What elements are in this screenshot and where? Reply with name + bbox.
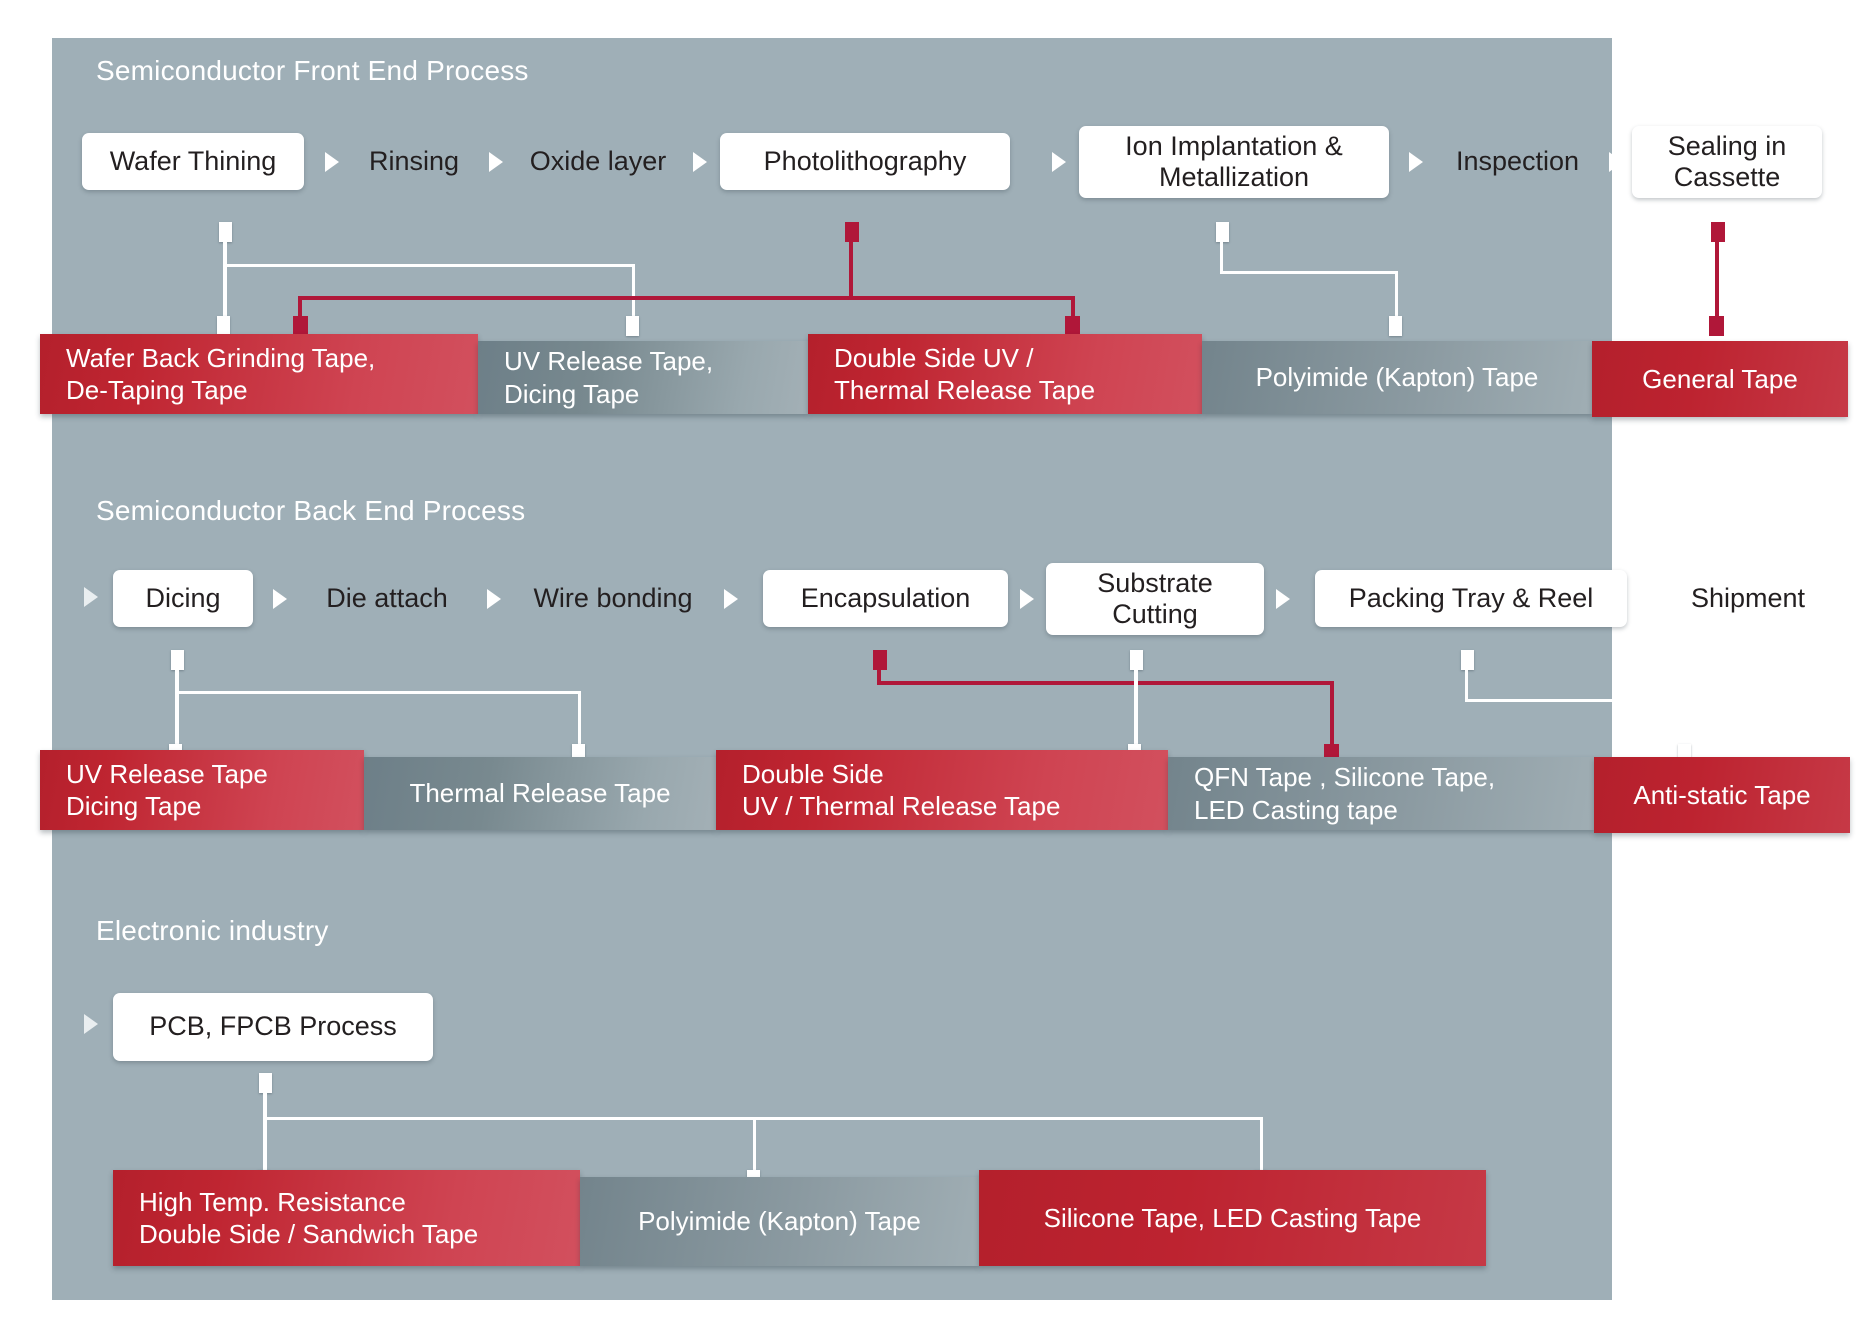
connector-line-s1-w1-h (223, 264, 635, 267)
tape-bar-s1-2[interactable]: Double Side UV / Thermal Release Tape (808, 334, 1202, 414)
connector-line-s2-w1-v (175, 656, 179, 754)
step-inspection[interactable]: Inspection (1455, 145, 1580, 176)
step-dicing[interactable]: Dicing (113, 570, 253, 627)
arrow-icon-2f (1645, 589, 1659, 609)
connector-line-s2-w3-v (1134, 656, 1138, 754)
step-oxide-layer[interactable]: Oxide layer (529, 145, 667, 176)
step-ion-implantation-metallization[interactable]: Ion Implantation & Metallization (1079, 126, 1389, 198)
tape-bar-label: Double Side UV / Thermal Release Tape (742, 758, 1061, 822)
arrow-icon-1f (1609, 152, 1623, 172)
arrow-icon-2d (1020, 589, 1034, 609)
diagram-panel-background (52, 38, 1612, 1300)
tape-bar-label: Polyimide (Kapton) Tape (638, 1206, 921, 1237)
tape-bar-label: Polyimide (Kapton) Tape (1255, 362, 1539, 393)
connector-node-s1-r1 (293, 316, 308, 336)
arrow-icon-1e (1409, 152, 1423, 172)
arrow-icon-3-lead (84, 1014, 98, 1034)
connector-node-s1-r3b (1709, 316, 1724, 336)
tape-bar-label: UV Release Tape Dicing Tape (66, 758, 268, 822)
connector-node-s1-w2b (626, 316, 639, 336)
connector-line-s1-w2-v (632, 264, 635, 326)
section-title-front-end: Semiconductor Front End Process (96, 55, 529, 86)
step-substrate-cutting[interactable]: Substrate Cutting (1046, 563, 1264, 635)
connector-line-s3-w2-v (753, 1117, 756, 1180)
arrow-icon-1d (1052, 152, 1066, 172)
step-wafer-thining[interactable]: Wafer Thining (82, 133, 304, 190)
connector-line-s2-w1-h (175, 691, 581, 694)
connector-line-s2-w4-v2 (1684, 699, 1687, 754)
step-sealing-in-cassette[interactable]: Sealing in Cassette (1632, 126, 1822, 198)
tape-bar-label: High Temp. Resistance Double Side / Sand… (139, 1186, 479, 1250)
arrow-icon-1a (325, 152, 339, 172)
connector-line-s1-r-v-left (298, 296, 302, 326)
connector-line-s1-w3-v (1220, 228, 1223, 274)
connector-node-s1-w3b (1389, 316, 1402, 336)
tape-bar-label: Wafer Back Grinding Tape, De-Taping Tape (66, 342, 376, 406)
step-wire-bonding[interactable]: Wire bonding (533, 582, 693, 613)
tape-bar-label: Silicone Tape, LED Casting Tape (1043, 1202, 1422, 1233)
connector-line-s2-w4-v (1465, 656, 1468, 702)
step-packing-tray-reel[interactable]: Packing Tray & Reel (1315, 570, 1627, 627)
arrow-icon-2a (273, 589, 287, 609)
connector-line-s3-w3-v (1260, 1117, 1263, 1180)
connector-line-s1-w3-v2 (1395, 271, 1398, 326)
tape-bar-s2-4[interactable]: Anti-static Tape (1594, 757, 1850, 833)
tape-bar-label: General Tape (1642, 363, 1798, 394)
tape-bar-s3-1[interactable]: Polyimide (Kapton) Tape (580, 1177, 979, 1266)
tape-bar-label: UV Release Tape, Dicing Tape (504, 346, 714, 409)
tape-bar-label: Thermal Release Tape (409, 778, 671, 809)
connector-line-s2-r-h (877, 681, 1334, 685)
tape-bar-s1-4[interactable]: General Tape (1592, 341, 1848, 417)
tape-bar-label: Anti-static Tape (1633, 779, 1811, 810)
tape-bar-s1-1[interactable]: UV Release Tape, Dicing Tape (478, 341, 808, 414)
tape-bar-s3-2[interactable]: Silicone Tape, LED Casting Tape (979, 1170, 1486, 1266)
arrow-icon-2b (487, 589, 501, 609)
arrow-icon-2-lead (84, 587, 98, 607)
step-photolithography[interactable]: Photolithography (720, 133, 1010, 190)
step-encapsulation[interactable]: Encapsulation (763, 570, 1008, 627)
tape-bar-s3-0[interactable]: High Temp. Resistance Double Side / Sand… (113, 1170, 580, 1266)
tape-bar-s2-0[interactable]: UV Release Tape Dicing Tape (40, 750, 364, 830)
step-die-attach[interactable]: Die attach (326, 582, 448, 613)
connector-line-s2-r-v1 (877, 656, 881, 684)
connector-line-s2-w4-h (1465, 699, 1687, 702)
section-title-electronic-industry: Electronic industry (96, 915, 329, 946)
tape-bar-s1-3[interactable]: Polyimide (Kapton) Tape (1202, 341, 1592, 414)
connector-line-s2-w2-v (578, 691, 581, 754)
arrow-icon-2e (1276, 589, 1290, 609)
connector-line-s2-r-v2 (1330, 681, 1334, 754)
connector-line-s1-w1-v (223, 228, 227, 326)
tape-bar-s1-0[interactable]: Wafer Back Grinding Tape, De-Taping Tape (40, 334, 478, 414)
connector-line-s3-w1-v (263, 1079, 267, 1180)
step-rinsing[interactable]: Rinsing (368, 145, 460, 176)
connector-line-s3-h (263, 1117, 1263, 1120)
tape-bar-label: QFN Tape , Silicone Tape, LED Casting ta… (1194, 762, 1496, 825)
connector-node-s1-w1b (217, 316, 230, 336)
connector-line-s1-r3-v (1715, 228, 1719, 326)
connector-line-s1-r-v-right (1071, 296, 1075, 326)
connector-line-s1-w3-h (1220, 271, 1398, 274)
arrow-icon-1c (693, 152, 707, 172)
connector-node-s1-r2 (1065, 316, 1080, 336)
section-title-back-end: Semiconductor Back End Process (96, 495, 526, 526)
tape-bar-s2-1[interactable]: Thermal Release Tape (364, 757, 716, 830)
connector-line-s1-r-h (298, 296, 1075, 300)
arrow-icon-2c (724, 589, 738, 609)
connector-line-s1-r-v (849, 228, 853, 300)
step-pcb-fpcb-process[interactable]: PCB, FPCB Process (113, 993, 433, 1061)
tape-bar-s2-2[interactable]: Double Side UV / Thermal Release Tape (716, 750, 1168, 830)
tape-bar-label: Double Side UV / Thermal Release Tape (834, 342, 1096, 406)
step-shipment[interactable]: Shipment (1690, 582, 1806, 613)
arrow-icon-1b (489, 152, 503, 172)
tape-bar-s2-3[interactable]: QFN Tape , Silicone Tape, LED Casting ta… (1168, 757, 1594, 830)
